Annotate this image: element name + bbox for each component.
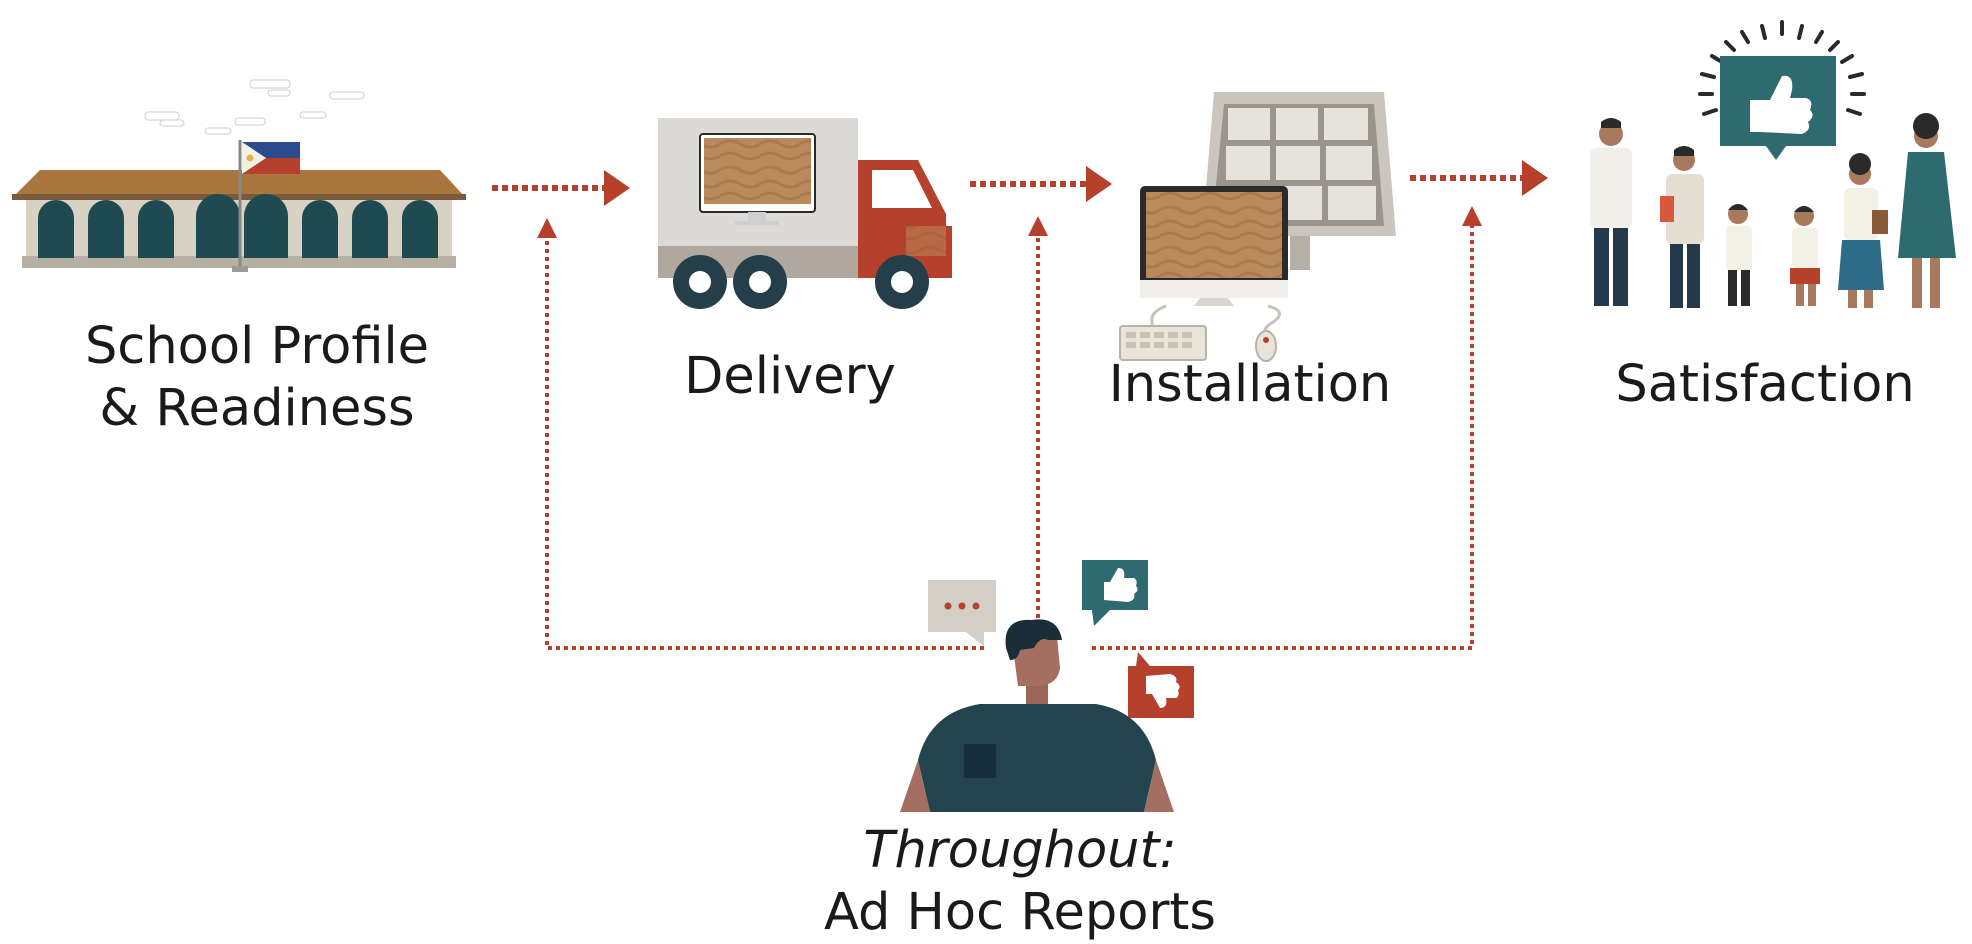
stage-label-school-profile: School Profile & Readiness xyxy=(84,317,430,438)
school-building-icon xyxy=(12,79,466,272)
thumbs-up-bubble-icon xyxy=(1082,560,1148,626)
arrowhead xyxy=(1522,160,1548,196)
thumbs-down-bubble-icon xyxy=(1128,652,1194,718)
delivery-truck-icon xyxy=(658,118,952,309)
feedback-line-left xyxy=(537,218,984,650)
stage-label-installation: Installation xyxy=(1108,355,1392,414)
feedback-line-right xyxy=(1092,206,1482,650)
arrowhead xyxy=(604,170,630,206)
arrowhead xyxy=(1086,166,1112,202)
ellipsis-bubble-icon xyxy=(928,580,996,646)
reports-label: Throughout: Ad Hoc Reports xyxy=(760,820,1280,944)
happy-people-thumbs-up-icon xyxy=(1590,20,1956,308)
stage-label-delivery: Delivery xyxy=(684,347,896,406)
reports-label-prefix: Throughout: xyxy=(863,821,1177,880)
computer-installation-icon xyxy=(1119,92,1396,362)
stage-label-satisfaction: Satisfaction xyxy=(1615,355,1915,414)
reporter-person-icon xyxy=(900,560,1194,812)
reports-label-text: Ad Hoc Reports xyxy=(823,883,1216,942)
